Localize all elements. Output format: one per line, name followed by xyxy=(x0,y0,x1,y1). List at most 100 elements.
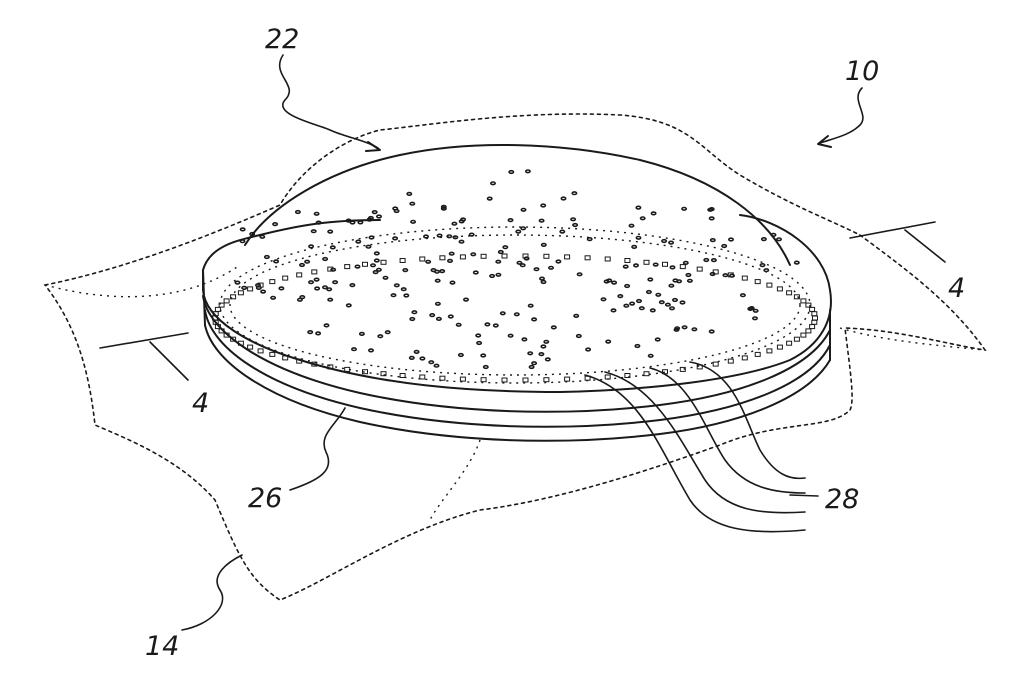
backing-sheet-outline xyxy=(43,113,987,601)
rim-perforation xyxy=(311,269,318,275)
perforation-hole xyxy=(628,223,635,228)
perforation-hole xyxy=(382,275,389,280)
perforation-hole xyxy=(393,283,400,288)
perforation-hole xyxy=(358,331,365,337)
rim-perforation xyxy=(218,328,225,334)
rim-perforation xyxy=(223,332,230,338)
perforation-hole xyxy=(631,244,638,249)
perforation-hole xyxy=(484,322,491,327)
rim-perforation xyxy=(543,377,550,383)
perforation-hole xyxy=(369,263,376,268)
perforation-hole xyxy=(760,237,767,242)
section-line-right xyxy=(849,221,936,239)
perforation-hole xyxy=(645,289,652,295)
perforation-hole xyxy=(661,238,668,244)
perforation-hole xyxy=(329,245,336,250)
perforation-hole xyxy=(540,242,547,247)
rim-perforation xyxy=(218,302,225,308)
perforation-hole xyxy=(390,293,397,298)
perforation-hole xyxy=(489,273,496,279)
perforation-hole xyxy=(470,252,477,257)
perforation-hole xyxy=(345,303,352,308)
perforation-hole xyxy=(349,283,356,288)
rim-perforation xyxy=(584,255,591,261)
ref-label-4-right: 4 xyxy=(948,273,965,304)
rim-perforation xyxy=(327,266,334,272)
tear-strip-line xyxy=(689,361,806,480)
ref-label-28: 28 xyxy=(825,484,859,515)
perforation-hole xyxy=(308,244,315,249)
perforation-hole xyxy=(585,347,592,352)
perforation-hole xyxy=(611,280,618,285)
perforation-hole xyxy=(671,297,678,303)
pad-bottom-edge xyxy=(204,324,831,442)
perforation-hole xyxy=(357,220,364,225)
perforation-hole xyxy=(263,254,270,260)
perforation-hole xyxy=(367,348,374,353)
perforation-hole xyxy=(448,251,455,256)
arrowhead-22 xyxy=(365,141,381,152)
rim-perforation xyxy=(754,279,761,285)
perforation-hole xyxy=(703,257,710,263)
perforation-hole xyxy=(313,211,320,216)
perforation-hole xyxy=(373,258,380,263)
perforation-hole xyxy=(708,329,715,334)
perforation-hole xyxy=(452,235,459,240)
perforation-hole xyxy=(739,293,746,298)
perforation-hole xyxy=(310,229,317,234)
perforation-hole xyxy=(462,297,469,302)
perforation-hole xyxy=(635,205,642,210)
perforation-hole xyxy=(349,220,356,225)
rim-perforation xyxy=(543,253,550,259)
perforation-hole xyxy=(272,222,279,227)
rim-perforation xyxy=(522,253,529,259)
perforation-hole xyxy=(520,207,527,212)
perforation-hole xyxy=(406,191,413,196)
perforation-hole xyxy=(322,256,329,262)
rim-perforation xyxy=(380,259,387,265)
perforation-hole xyxy=(610,308,617,313)
perforation-hole xyxy=(547,265,554,270)
perforation-hole xyxy=(508,169,515,175)
rim-perforation xyxy=(741,275,748,281)
rim-perforation xyxy=(327,364,334,370)
perforation-hole xyxy=(495,272,502,277)
perforation-hole xyxy=(366,217,373,222)
perforation-hole xyxy=(373,251,380,256)
dome-top-sheet xyxy=(244,143,791,266)
rim-perforation xyxy=(399,373,406,378)
perforation-hole xyxy=(249,231,256,237)
rim-perforation xyxy=(793,336,800,342)
perforation-hole xyxy=(519,263,526,268)
perforation-hole xyxy=(313,277,320,282)
perforation-hole xyxy=(668,306,675,311)
perforation-hole xyxy=(722,273,729,278)
perforation-hole xyxy=(540,203,547,208)
perforation-hole xyxy=(413,349,420,355)
rim-perforation xyxy=(786,340,793,346)
perforation-hole xyxy=(315,220,322,225)
rim-perforation xyxy=(679,264,686,270)
perforation-hole xyxy=(635,298,642,304)
perforation-hole xyxy=(623,303,630,308)
perforation-hole xyxy=(664,302,671,307)
perforation-hole xyxy=(489,181,496,186)
perforation-hole xyxy=(672,278,679,283)
perforation-hole xyxy=(572,222,579,228)
perforation-hole xyxy=(555,259,562,264)
perforation-hole xyxy=(365,244,372,249)
perforation-hole xyxy=(550,325,557,330)
perforation-hole xyxy=(513,312,520,317)
ref-label-10: 10 xyxy=(845,56,879,87)
rim-perforation xyxy=(805,302,812,308)
perforation-hole xyxy=(538,276,545,281)
perforation-hole xyxy=(428,360,435,365)
pad-top-rim xyxy=(202,214,832,393)
perforation-hole xyxy=(770,232,777,237)
perforation-hole xyxy=(507,333,514,338)
section-arrow-left xyxy=(149,341,189,381)
perforation-hole xyxy=(708,207,715,212)
perforation-hole xyxy=(368,235,375,240)
perforation-hole xyxy=(721,243,728,249)
perforation-hole xyxy=(403,293,410,298)
